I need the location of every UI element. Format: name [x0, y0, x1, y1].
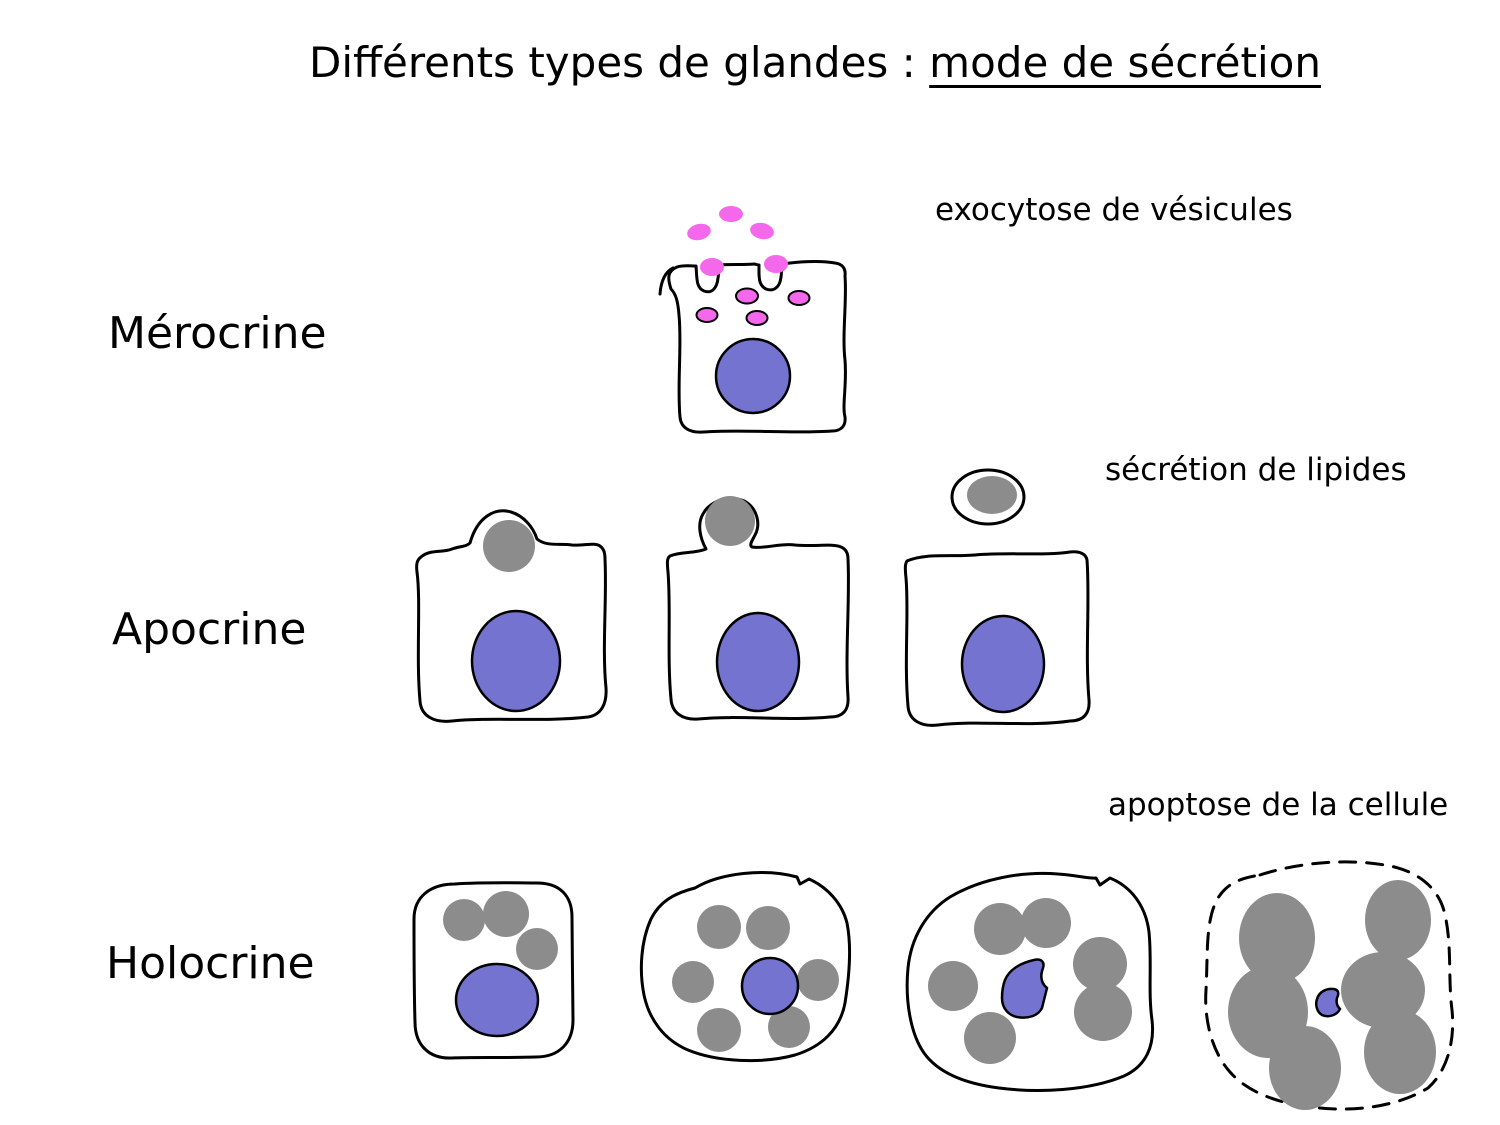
lipid-droplet — [1073, 937, 1127, 991]
secretory-vesicle — [745, 310, 769, 326]
nucleus — [470, 609, 562, 713]
holocrine-cell-stage-1 — [412, 881, 575, 1060]
annotation-apocrine: sécrétion de lipides — [1105, 452, 1407, 488]
nucleus — [715, 611, 801, 713]
lipid-droplet — [516, 928, 558, 970]
lipid-droplet — [1021, 898, 1071, 948]
lipid-droplet — [797, 959, 839, 1001]
secretory-vesicle — [787, 290, 811, 306]
pyknotic-nucleus — [1000, 958, 1049, 1019]
secretory-vesicle — [687, 223, 711, 241]
lipid-droplet — [672, 961, 714, 1003]
lipid-droplet — [443, 899, 485, 941]
holocrine-cell-stage-4 — [1204, 860, 1455, 1111]
annotation-holocrine: apoptose de la cellule — [1108, 787, 1449, 823]
lipid-droplet — [1365, 880, 1431, 960]
lipid-droplet — [964, 1012, 1016, 1064]
nucleus — [714, 337, 792, 415]
lipid-droplet — [1269, 1026, 1341, 1110]
holocrine-figure — [412, 860, 1455, 1111]
annotation-merocrine: exocytose de vésicules — [935, 192, 1293, 228]
cytoplasmic-vesicles — [695, 287, 811, 326]
secretory-vesicle — [695, 307, 719, 323]
secretory-vesicle — [700, 258, 724, 276]
lipid-droplets — [928, 898, 1132, 1064]
lipid-droplet — [746, 906, 790, 950]
holocrine-cell-stage-2 — [639, 871, 852, 1063]
slide-title-text: Différents types de glandes : — [309, 38, 930, 87]
merocrine-figure — [658, 206, 847, 434]
lipid-droplet — [483, 520, 535, 572]
lipid-droplet — [705, 496, 755, 546]
label-apocrine: Apocrine — [112, 604, 307, 655]
lipid-droplet — [1074, 983, 1132, 1041]
secretory-vesicle — [719, 206, 743, 222]
lipid-droplet — [483, 891, 529, 937]
nucleus — [960, 614, 1046, 714]
lipid-droplet — [697, 905, 741, 949]
secretory-vesicle — [750, 222, 774, 240]
label-merocrine: Mérocrine — [108, 308, 327, 359]
lipid-droplets — [443, 891, 558, 970]
released-lipid-vesicle — [950, 468, 1026, 526]
lipid-droplets — [1228, 880, 1436, 1110]
label-holocrine: Holocrine — [106, 938, 315, 989]
nucleus — [740, 956, 800, 1016]
pen-stroke-mark — [658, 266, 675, 296]
lipid-droplet — [768, 1006, 810, 1048]
slide-title: Différents types de glandes : mode de sé… — [130, 38, 1500, 87]
lipid-droplet — [967, 476, 1017, 514]
docked-vesicles — [700, 255, 788, 276]
released-vesicles — [687, 206, 774, 241]
apocrine-figure — [415, 468, 1091, 727]
lipid-droplet — [1341, 952, 1425, 1028]
apocrine-cell-stage-3 — [903, 468, 1091, 727]
pyknotic-nucleus-remnant — [1314, 987, 1342, 1018]
lipid-droplet — [697, 1008, 741, 1052]
lipid-droplet — [974, 903, 1026, 955]
lipid-droplet — [1364, 1010, 1436, 1094]
apocrine-cell-stage-1 — [415, 509, 608, 723]
nucleus — [454, 962, 540, 1038]
slide-title-underlined-text: mode de sécrétion — [929, 38, 1321, 87]
lipid-droplets — [672, 905, 839, 1052]
lipid-droplet — [1239, 893, 1315, 983]
secretory-vesicle — [735, 287, 759, 305]
apocrine-cell-stage-2 — [665, 496, 850, 721]
secretory-vesicle — [764, 255, 788, 273]
lipid-droplet — [928, 961, 978, 1011]
holocrine-cell-stage-3 — [905, 871, 1155, 1092]
